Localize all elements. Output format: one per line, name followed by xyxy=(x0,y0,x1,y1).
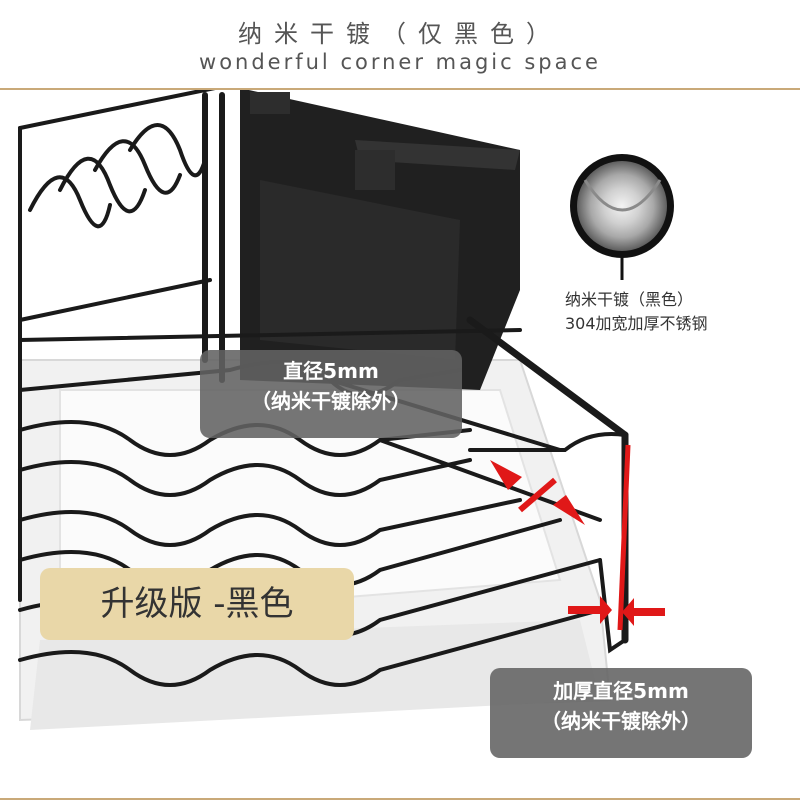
arrow-icon xyxy=(553,495,585,525)
gold-separator-bottom xyxy=(0,798,800,800)
arrow-right-icon xyxy=(568,596,612,624)
red-highlights xyxy=(518,444,631,631)
arrow-icon xyxy=(490,460,522,490)
gold-separator-top xyxy=(0,88,800,90)
steel-swatch-icon xyxy=(570,154,674,280)
header-subtitle: wonderful corner magic space xyxy=(199,50,601,74)
thickened-callout: 加厚直径5mm （纳米干镀除外） xyxy=(490,668,752,758)
diameter-callout-line2: （纳米干镀除外） xyxy=(251,389,411,413)
header-title: 纳米干镀（仅黑色） xyxy=(238,20,562,48)
thickened-callout-line2: （纳米干镀除外） xyxy=(541,709,701,733)
material-label-line1: 纳米干镀（黑色） xyxy=(565,290,694,309)
utensil-holder xyxy=(240,88,520,390)
diameter-callout-line1: 直径5mm xyxy=(283,359,379,383)
arrow-left-icon xyxy=(622,598,665,626)
material-label-line2: 304加宽加厚不锈钢 xyxy=(565,314,708,333)
measure-arrows xyxy=(490,460,665,626)
material-label: 纳米干镀（黑色） 304加宽加厚不锈钢 xyxy=(565,288,785,336)
diameter-callout: 直径5mm （纳米干镀除外） xyxy=(200,350,462,438)
upgrade-badge: 升级版 -黑色 xyxy=(40,568,354,640)
thickened-callout-line1: 加厚直径5mm xyxy=(553,679,689,703)
